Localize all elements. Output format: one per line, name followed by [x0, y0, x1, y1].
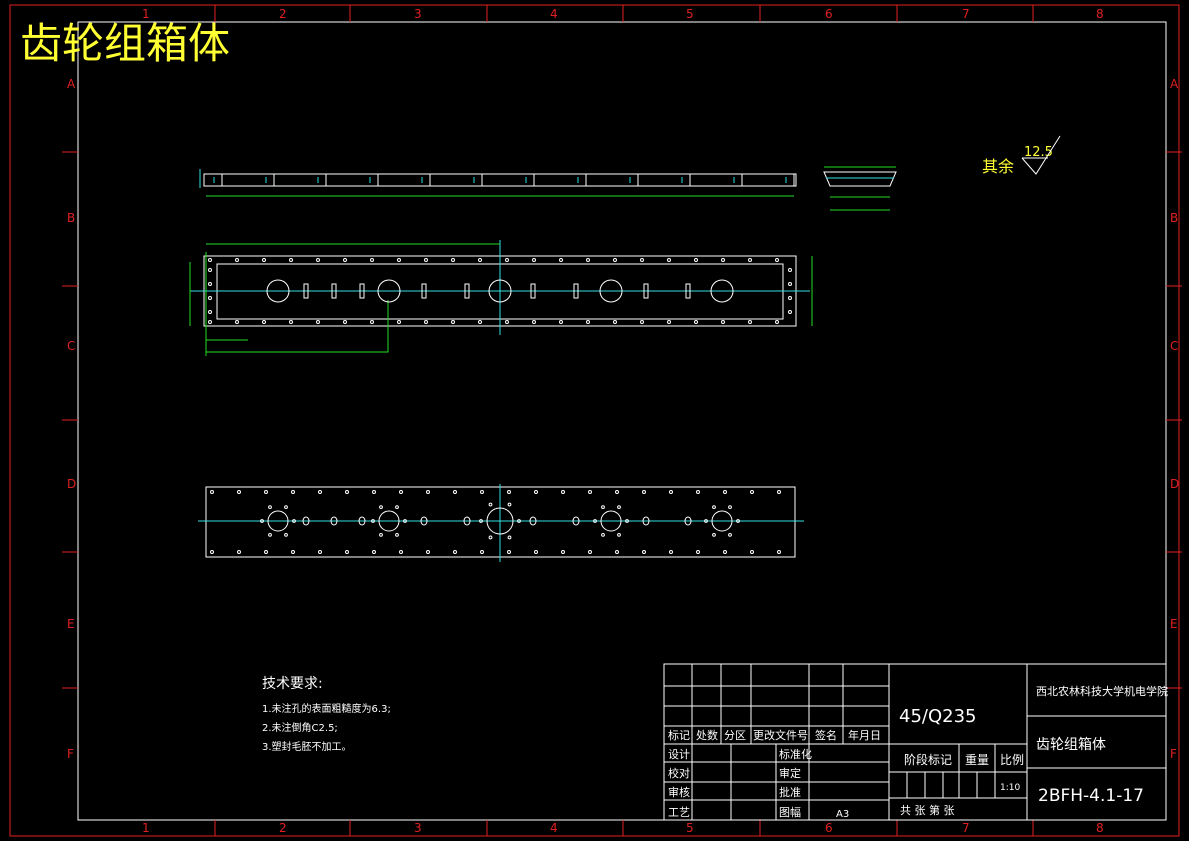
rev-header: 处数	[696, 729, 718, 742]
material: 45/Q235	[899, 706, 977, 727]
row-label-right: B	[1170, 211, 1178, 225]
tech-heading: 技术要求:	[262, 676, 323, 692]
stage-label: 阶段标记	[904, 752, 952, 767]
rev-header: 更改文件号	[753, 728, 808, 742]
sheet-count: 共 张 第 张	[900, 803, 955, 817]
school-name: 西北农林科技大学机电学院	[1036, 684, 1168, 698]
row-label-right: C	[1170, 339, 1178, 353]
row-label-left: D	[67, 477, 76, 491]
row-label-right: E	[1170, 617, 1178, 631]
row-label-right: D	[1170, 477, 1179, 491]
sheet-size: A3	[836, 809, 849, 820]
rev-header: 分区	[724, 729, 746, 742]
roughness-value: 12.5	[1024, 145, 1053, 160]
roughness-note: 其余 12.5	[982, 135, 1061, 176]
col-label-bottom: 7	[962, 821, 970, 835]
row-label-left: B	[67, 211, 75, 225]
weight-label: 重量	[965, 753, 989, 767]
inner-frame	[77, 21, 1167, 821]
row-label-right: F	[1170, 747, 1177, 761]
bottom-view	[198, 484, 804, 562]
side-view	[823, 166, 897, 211]
block-row-label: 工艺	[668, 806, 690, 819]
col-label-top: 2	[279, 7, 287, 21]
part-name: 齿轮组箱体	[1036, 737, 1106, 753]
row-label-right: A	[1170, 77, 1179, 91]
block-row-label: 批准	[779, 785, 801, 799]
col-label-bottom: 1	[142, 821, 150, 835]
block-row-label: 审定	[779, 766, 801, 780]
col-label-top: 7	[962, 7, 970, 21]
row-label-left: F	[67, 747, 74, 761]
col-label-bottom: 2	[279, 821, 287, 835]
col-label-top: 3	[414, 7, 422, 21]
block-row-label: 校对	[668, 766, 690, 780]
tech-item-1: 1.未注孔的表面粗糙度为6.3;	[262, 702, 391, 715]
top-view	[189, 240, 813, 356]
tech-requirements: 技术要求: 1.未注孔的表面粗糙度为6.3; 2.未注倒角C2.5; 3.塑封毛…	[262, 676, 391, 753]
tech-item-3: 3.塑封毛胚不加工。	[262, 740, 352, 753]
block-row-label: 图幅	[779, 806, 801, 819]
drawing-number: 2BFH-4.1-17	[1038, 786, 1144, 806]
scale-value: 1:10	[1000, 783, 1020, 793]
col-label-top: 8	[1096, 7, 1104, 21]
roughness-label: 其余	[982, 157, 1014, 176]
col-label-bottom: 5	[686, 821, 694, 835]
col-label-top: 6	[825, 7, 833, 21]
col-label-bottom: 4	[550, 821, 558, 835]
col-label-top: 5	[686, 7, 694, 21]
block-row-label: 标准化	[779, 747, 812, 761]
row-label-left: A	[67, 77, 76, 91]
rev-header: 年月日	[848, 728, 881, 742]
row-label-left: C	[67, 339, 75, 353]
col-label-top: 4	[550, 7, 558, 21]
drawing-title: 齿轮组箱体	[20, 19, 230, 68]
rev-header: 标记	[668, 728, 690, 742]
col-label-bottom: 6	[825, 821, 833, 835]
roughness-symbol-icon	[1021, 135, 1061, 175]
row-label-left: E	[67, 617, 75, 631]
block-row-label: 审核	[668, 785, 690, 799]
title-block: 45/Q235 阶段标记 重量 比例 1:10 共 张 第 张 西北农林科技大学…	[663, 663, 1168, 821]
rev-header: 签名	[815, 728, 837, 742]
front-view	[199, 169, 797, 197]
tech-item-2: 2.未注倒角C2.5;	[262, 721, 338, 734]
col-label-bottom: 3	[414, 821, 422, 835]
block-row-label: 设计	[668, 748, 690, 761]
outer-frame	[9, 4, 1180, 837]
scale-label: 比例	[1000, 753, 1024, 767]
col-label-top: 1	[142, 7, 150, 21]
col-label-bottom: 8	[1096, 821, 1104, 835]
